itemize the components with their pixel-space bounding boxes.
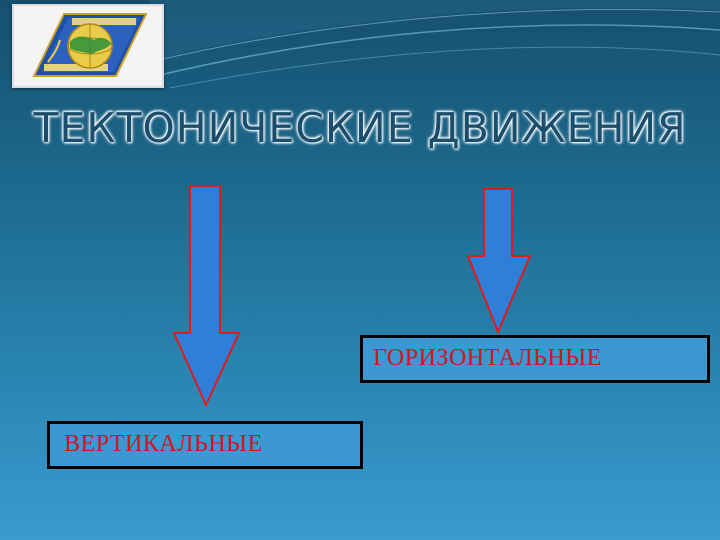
vertical-movements-box: ВЕРТИКАЛЬНЫЕ: [47, 421, 363, 469]
geology-emblem-icon: [32, 13, 148, 77]
vertical-movements-label: ВЕРТИКАЛЬНЫЕ: [64, 431, 263, 457]
slide-title: ТЕКТОНИЧЕСКИЕ ДВИЖЕНИЯ: [33, 104, 687, 152]
background-swoosh: [149, 0, 720, 89]
arrow-down-horizontal-icon: [466, 188, 532, 334]
horizontal-movements-box: ГОРИЗОНТАЛЬНЫЕ: [360, 335, 710, 383]
horizontal-movements-label: ГОРИЗОНТАЛЬНЫЕ: [373, 345, 602, 371]
arrow-down-vertical-icon: [172, 185, 241, 407]
logo: [12, 4, 164, 88]
